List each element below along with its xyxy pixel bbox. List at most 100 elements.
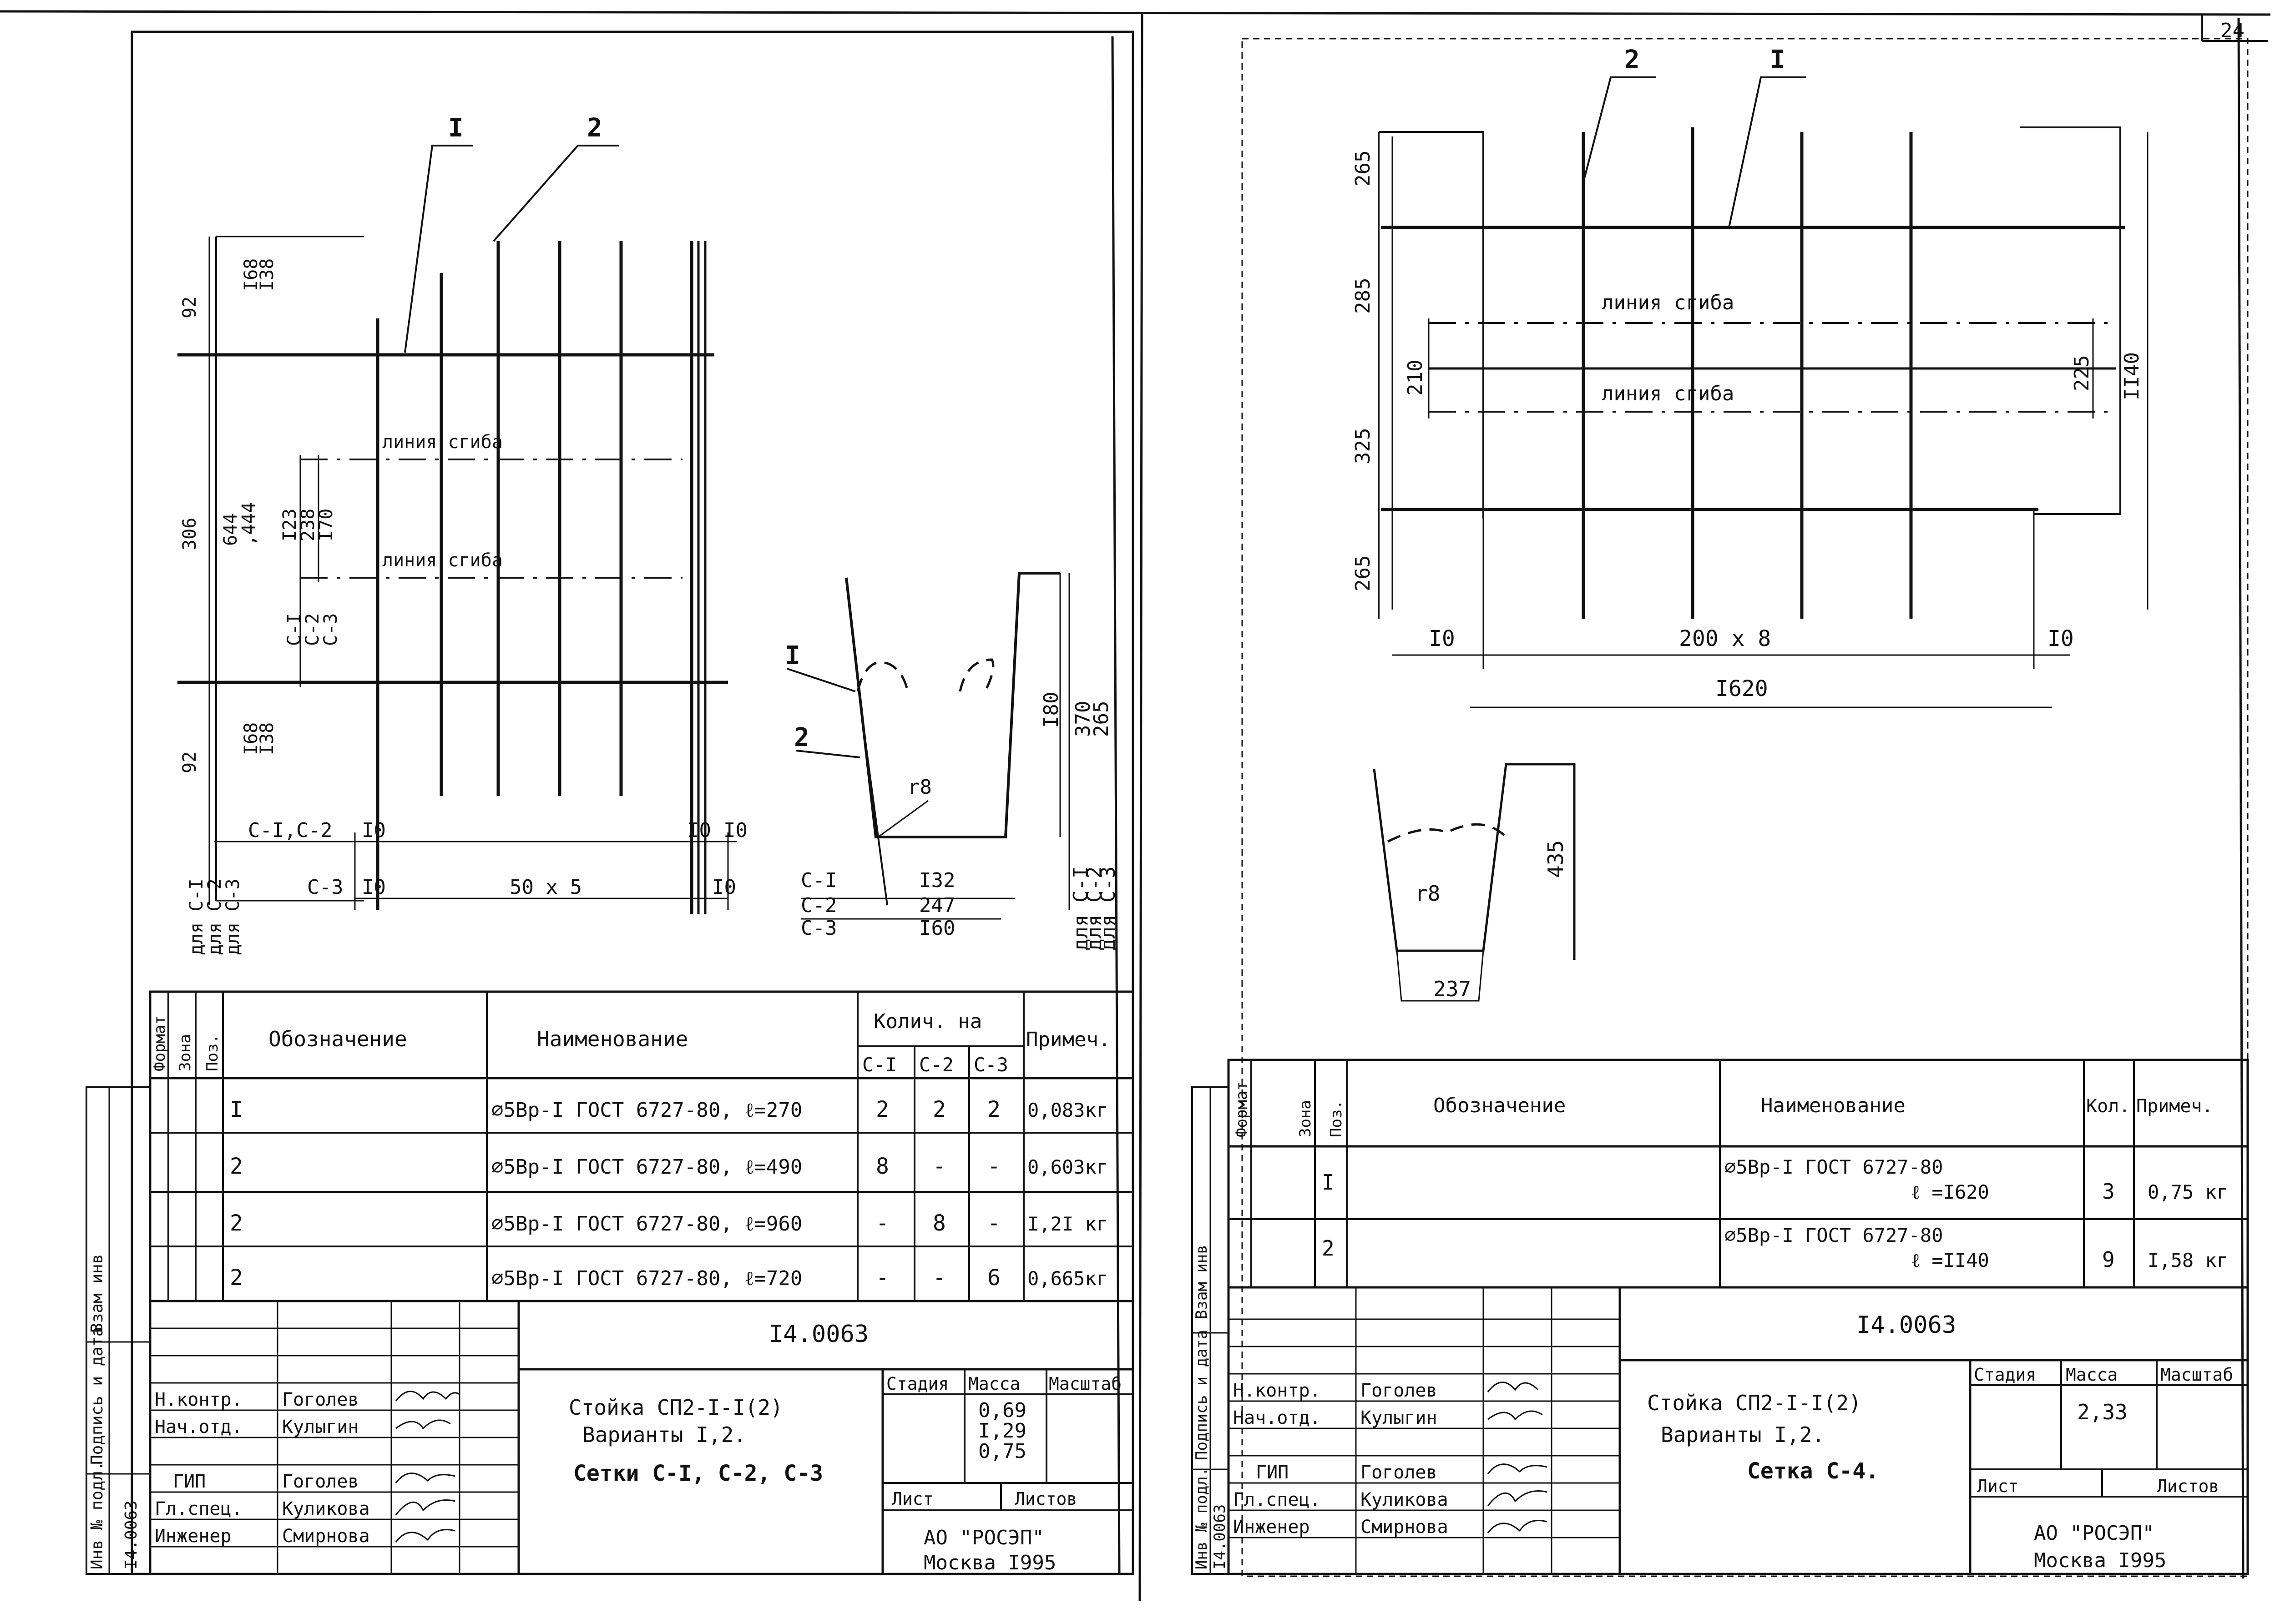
right-name-5: Смирнова	[1360, 1517, 1448, 1538]
right-role-5: Инженер	[1233, 1517, 1310, 1538]
spec-qty-col-c1: С-I	[862, 1054, 897, 1076]
right-mesh-drawing: линия сгиба линия сгиба 2 I 265 285 210 …	[1351, 45, 2149, 708]
right-section-radius: r8	[1415, 881, 1440, 906]
right-spec-header-qty: Кол.	[2086, 1096, 2130, 1117]
spec-row-4-name: ∅5Вр-I ГОСТ 6727-80, ℓ=720	[491, 1267, 802, 1290]
dim-170: I70	[316, 509, 337, 541]
right-sheet: линия сгиба линия сгиба 2 I 265 285 210 …	[1191, 18, 2249, 1579]
left-name-3: Гоголев	[282, 1471, 359, 1492]
right-scale-label: Масштаб	[2160, 1365, 2233, 1385]
side-for-c3: для С-3	[222, 878, 243, 955]
left-section-drawing: I 2 r8 I80 370 265 для С-I для С-2 для С…	[785, 572, 1120, 951]
right-bend-line-label-2: линия сгиба	[1602, 382, 1734, 405]
section-dim-160: I60	[919, 917, 955, 940]
spec-row-1-note: 0,083кг	[1027, 1099, 1108, 1121]
dim-10-d: I0	[362, 876, 386, 899]
sheet-divider	[1138, 13, 1143, 1602]
spec-header-name: Наименование	[537, 1027, 688, 1051]
right-spec-row-2-name: ∅5Вр-I ГОСТ 6727-80	[1724, 1224, 1943, 1246]
spec-row-4-note: 0,665кг	[1027, 1267, 1108, 1290]
left-role-1: Н.контр.	[155, 1389, 243, 1410]
left-title-line-1: Стойка СП2-I-I(2)	[569, 1395, 783, 1420]
spec-row-3-note: I,2I кг	[1027, 1213, 1108, 1235]
right-spec-header-name: Наименование	[1761, 1094, 1906, 1117]
right-role-4: Гл.спец.	[1233, 1489, 1321, 1510]
spec-row-3-c3: -	[987, 1210, 1001, 1236]
right-name-2: Кулыгин	[1360, 1407, 1437, 1428]
right-dim-265-top: 265	[1351, 151, 1375, 187]
spec-row-2-c1: 8	[876, 1154, 889, 1179]
right-mass-value: 2,33	[2077, 1400, 2128, 1424]
spec-header-note: Примеч.	[1026, 1028, 1110, 1051]
right-dim-1620: I620	[1715, 676, 1768, 701]
right-stamp-sign: Подпись и дата	[1193, 1330, 1211, 1460]
left-stamp-copy: Взам инв	[88, 1254, 106, 1333]
right-spec-row-2-pos: 2	[1322, 1236, 1335, 1261]
spec-row-4-pos: 2	[230, 1265, 243, 1291]
dim-123: I23	[279, 509, 300, 541]
left-name-4: Куликова	[282, 1498, 370, 1519]
section-dim-265: 265	[1090, 701, 1113, 737]
spec-row-4-c3: 6	[987, 1265, 1001, 1291]
right-doc-code: I4.0063	[1856, 1311, 1956, 1339]
right-stamp-copy: Взам инв	[1193, 1245, 1211, 1319]
spec-qty-col-c2: С-2	[919, 1054, 954, 1076]
right-dim-210: 210	[1404, 360, 1427, 396]
right-spec-row-2-note: I,58 кг	[2148, 1249, 2228, 1271]
right-spec-header-zone: Зона	[1296, 1100, 1314, 1137]
left-side-stamp: Взам инв Подпись и дата Инв № подл. I4.0…	[86, 1086, 151, 1575]
spec-row-3-name: ∅5Вр-I ГОСТ 6727-80, ℓ=960	[491, 1212, 802, 1236]
right-role-3: ГИП	[1256, 1462, 1289, 1483]
left-title-line-2: Варианты I,2.	[582, 1422, 746, 1447]
right-spec-row-2-qty: 9	[2102, 1247, 2115, 1272]
right-section-dim-237: 237	[1433, 977, 1471, 1001]
right-position-label-1: I	[1770, 45, 1785, 75]
bend-line-label-1: линия сгиба	[382, 432, 503, 453]
left-role-2: Нач.отд.	[155, 1417, 243, 1437]
right-section-drawing: r8 435 237	[1373, 763, 1576, 1002]
right-spec-row-1-note: 0,75 кг	[2148, 1181, 2228, 1203]
dim-10-a: I0	[362, 819, 386, 842]
variant-c1: С-I	[284, 613, 305, 646]
right-dim-285: 285	[1351, 278, 1375, 314]
dim-row-c1c2: С-I,С-2	[248, 819, 332, 842]
dim-row-c3: С-3	[307, 876, 343, 899]
right-dim-10-left: I0	[1429, 626, 1455, 651]
spec-header-pos: Поз.	[203, 1034, 222, 1071]
spec-row-3-pos: 2	[230, 1210, 243, 1236]
dim-10-b: I0	[687, 819, 711, 842]
side-for-c1: для С-I	[186, 878, 207, 955]
left-city-year: Москва I995	[924, 1551, 1056, 1574]
spec-header-designation: Обозначение	[268, 1027, 407, 1051]
spec-row-3-c2: 8	[933, 1210, 946, 1236]
left-sheets-label: Листов	[1015, 1489, 1077, 1509]
section-side-c3: для С-3	[1097, 867, 1120, 951]
right-dim-325: 325	[1351, 428, 1375, 464]
right-role-2: Нач.отд.	[1233, 1407, 1321, 1428]
left-name-1: Гоголев	[282, 1389, 359, 1410]
left-title-block: I4.0063 Н.контр. Гоголев Нач.отд. Кулыги…	[149, 1300, 1134, 1575]
right-spec-row-1-qty: 3	[2102, 1179, 2115, 1204]
left-role-3: ГИП	[173, 1471, 206, 1492]
spec-row-1-c1: 2	[876, 1097, 889, 1122]
left-stamp-sign: Подпись и дата	[88, 1327, 106, 1465]
dim-238: 238	[298, 509, 318, 541]
dim-444: ,444	[238, 502, 259, 546]
right-spec-header-format: Формат	[1233, 1081, 1251, 1137]
left-mass-2: I,29	[978, 1419, 1026, 1442]
left-spec-table: Формат Зона Поз. Обозначение Наименовани…	[149, 990, 1134, 1302]
section-c1: С-I	[801, 869, 837, 892]
dim-138-bottom: I38	[257, 722, 278, 755]
right-sheet-frame	[1241, 38, 2249, 1577]
dim-168-bottom: I68	[241, 722, 262, 755]
spec-row-1-c3: 2	[987, 1097, 1001, 1122]
right-sheets-label: Листов	[2157, 1476, 2219, 1496]
dim-92-bottom: 92	[179, 751, 200, 773]
left-stage-label: Стадия	[886, 1374, 949, 1394]
dim-138-top: I38	[257, 258, 278, 291]
section-pos-label-2: 2	[794, 723, 809, 752]
section-dim-180: I80	[1040, 692, 1063, 728]
right-dim-10-right: I0	[2048, 626, 2074, 651]
left-mass-1: 0,69	[978, 1399, 1026, 1422]
